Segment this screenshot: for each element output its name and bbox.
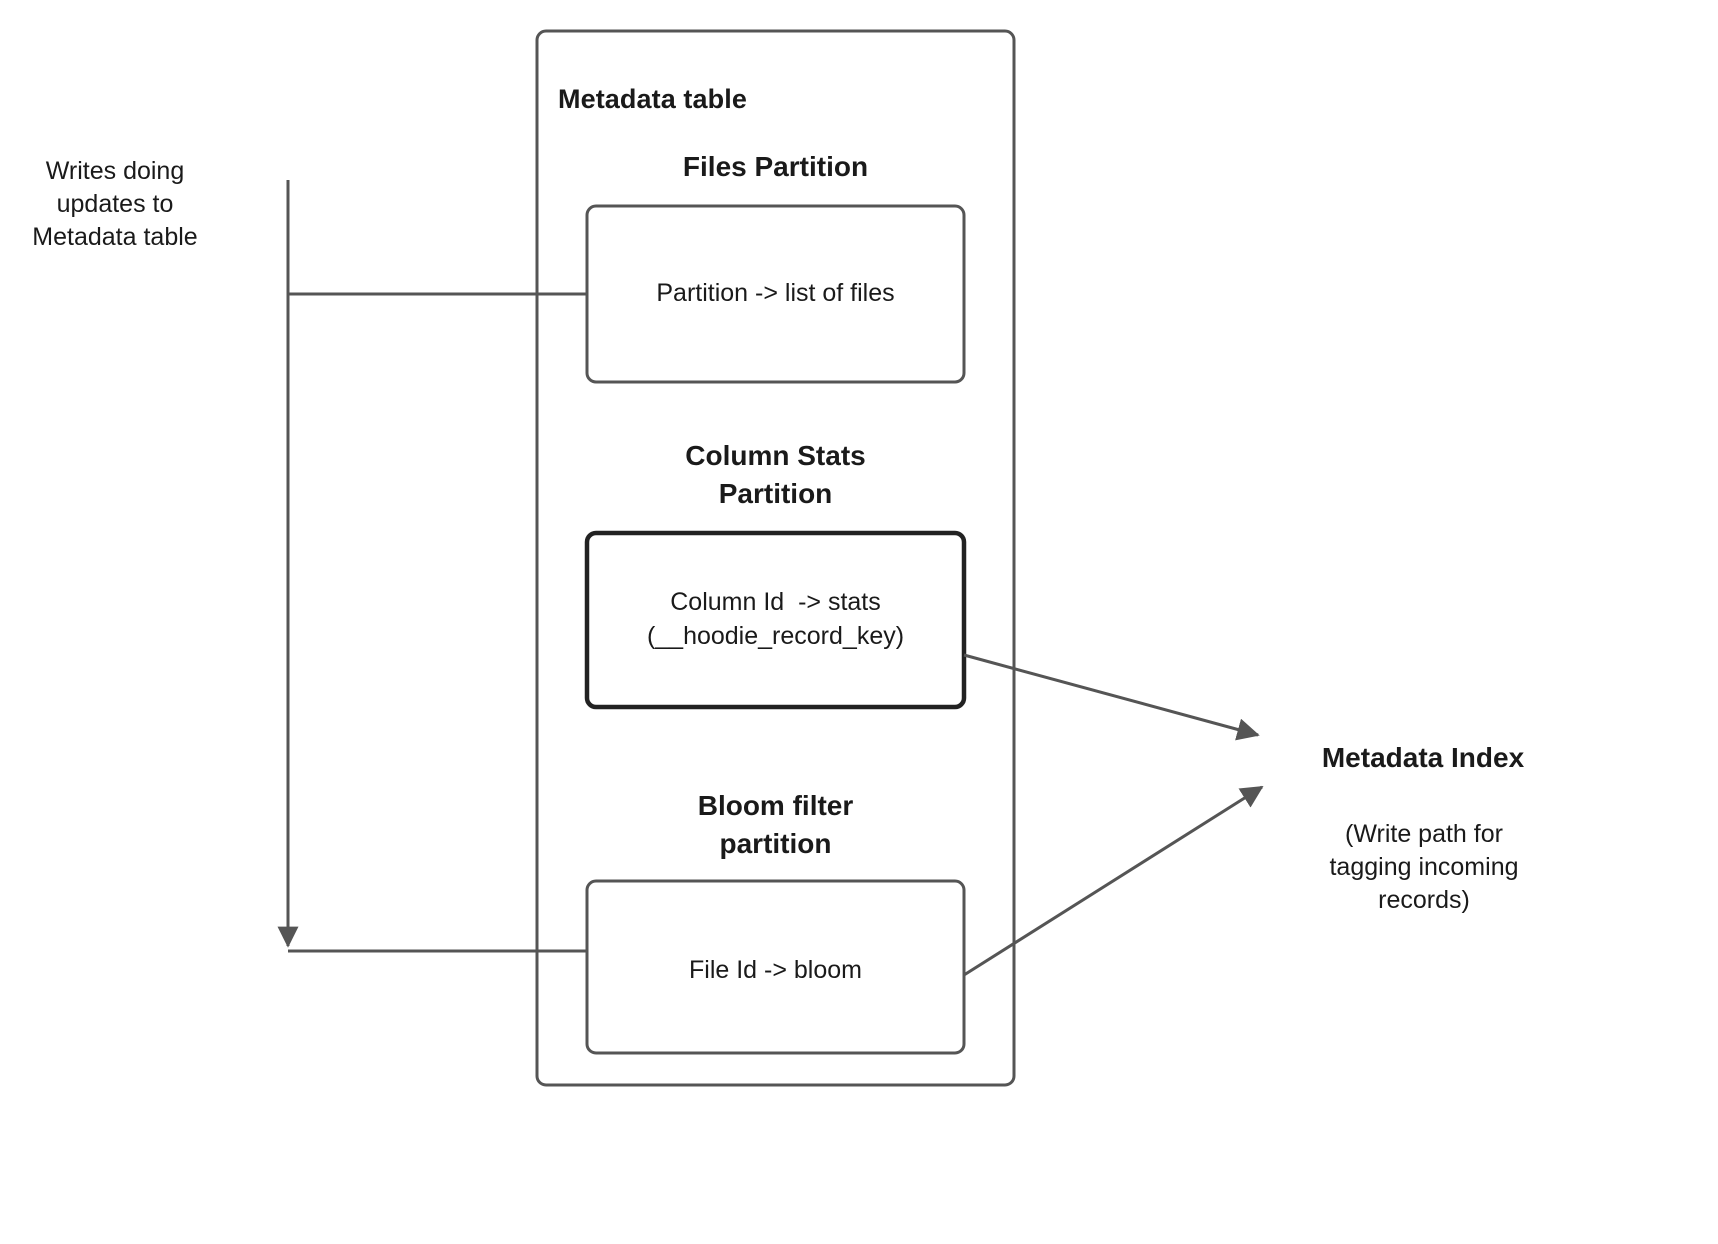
bloom-filter-partition-heading: Bloom filter partition [697, 790, 854, 859]
bloom-filter-partition-box-label: File Id -> bloom [689, 956, 862, 984]
metadata-index-title: Metadata Index [1321, 742, 1525, 773]
metadata-table-container-rect [535, 29, 1016, 1087]
writes-annotation-label: Writes doing updates to Metadata table [32, 157, 198, 251]
files-partition-box-label: Partition -> list of files [656, 279, 895, 307]
metadata-table-title: Metadata table [558, 84, 747, 114]
column-stats-partition-box-label: Column Id -> stats (__hoodie_record_key) [646, 588, 905, 650]
files-partition-heading: Files Partition [682, 151, 869, 182]
metadata-index-caption: (Write path for tagging incoming records… [1329, 820, 1519, 914]
connector-bloom-to-index [963, 785, 1264, 977]
column-stats-partition-heading: Column Stats Partition [685, 440, 866, 509]
connector-colstats-to-index [963, 653, 1260, 741]
